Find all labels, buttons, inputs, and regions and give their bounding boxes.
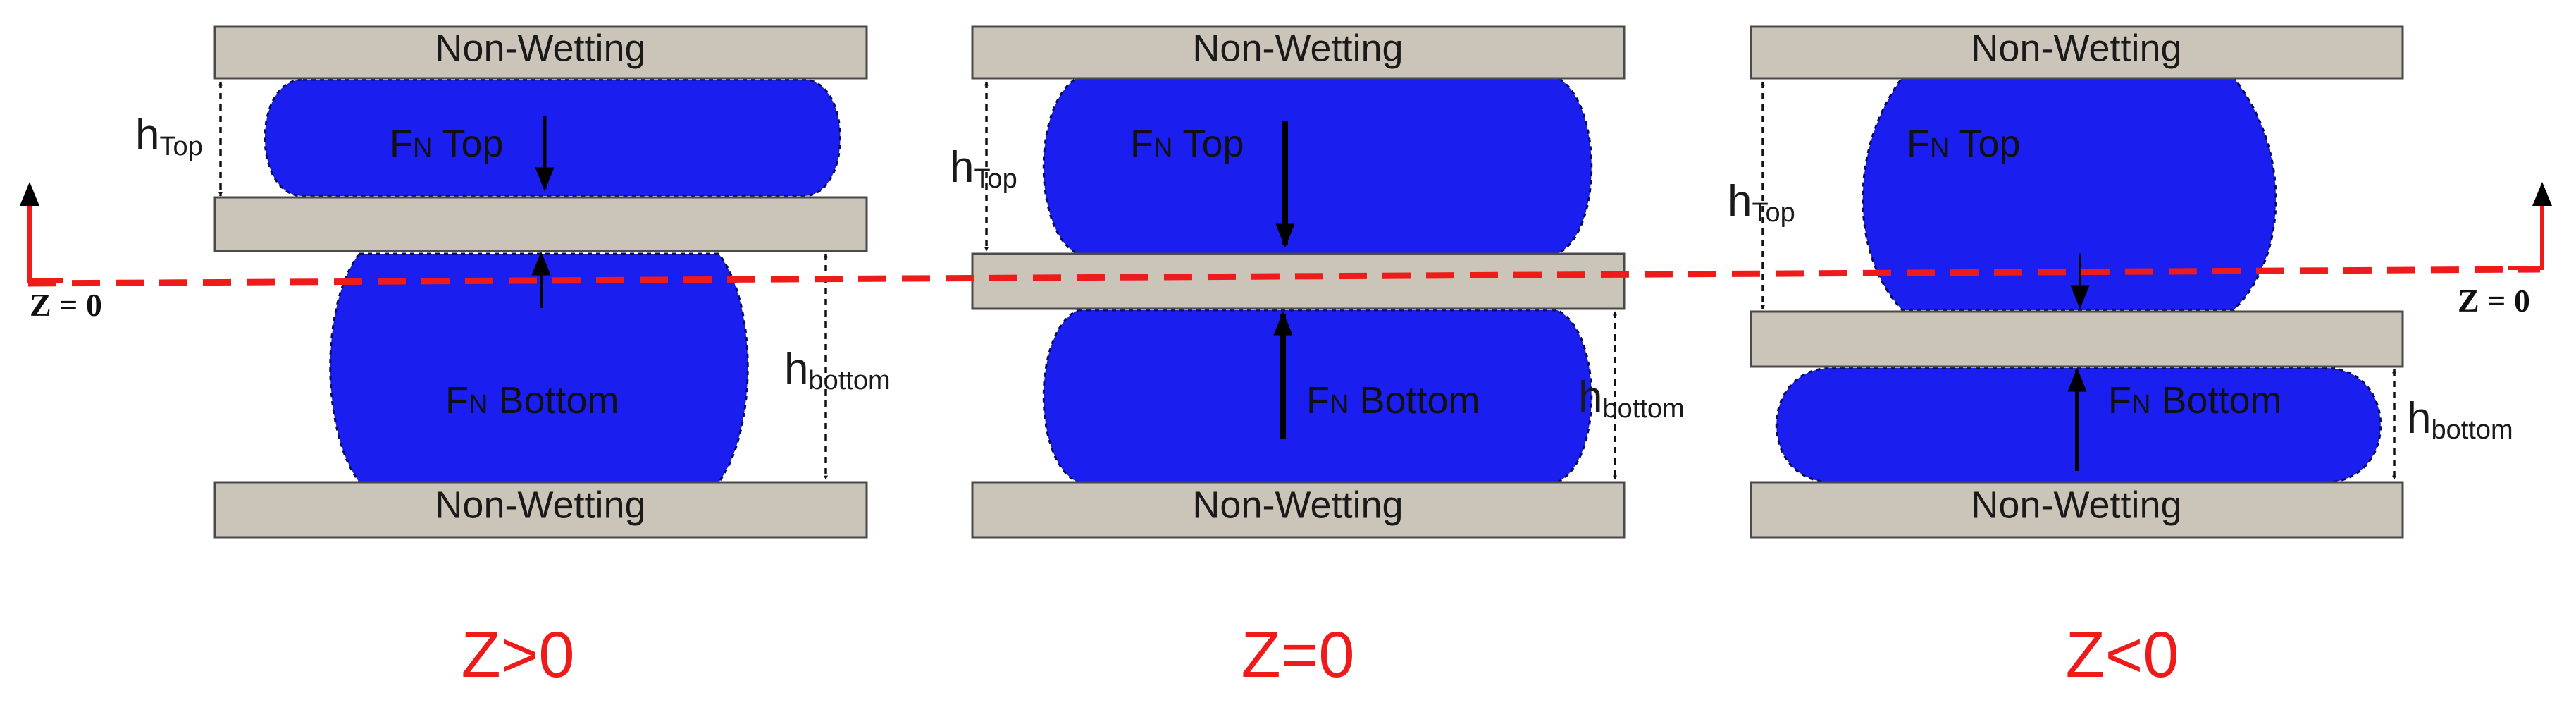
h-top-sub: Top	[159, 132, 202, 161]
force-bottom-rest: Bottom	[488, 379, 619, 422]
force-bottom-main: F	[2108, 379, 2131, 422]
condition-label: Z<0	[2065, 619, 2179, 691]
h-top-main: h	[950, 143, 974, 192]
h-bottom-label: hbottom	[784, 345, 891, 396]
h-bottom-sub: bottom	[808, 366, 890, 396]
h-top-label: hTop	[950, 143, 1017, 194]
force-top-main: F	[390, 123, 413, 165]
middle-plate	[971, 252, 1626, 310]
force-bottom-rest: Bottom	[1349, 379, 1480, 422]
h-bottom-label: hbottom	[1578, 373, 1685, 424]
force-bottom-sub: N	[469, 390, 488, 419]
left-z-axis	[27, 189, 63, 283]
force-bottom-main: F	[1306, 379, 1330, 422]
condition-label: Z=0	[1241, 619, 1354, 691]
force-top-rest: Top	[1172, 123, 1244, 165]
force-top-sub: N	[1153, 133, 1172, 163]
force-top-main: F	[1907, 123, 1930, 165]
force-top-rest: Top	[1949, 123, 2020, 165]
force-top-label: FN Top	[1907, 123, 2021, 165]
right-z-zero-label: Z = 0	[2458, 283, 2530, 319]
top-plate	[971, 25, 1626, 80]
force-top-sub: N	[1930, 133, 1949, 163]
force-bottom-sub: N	[1330, 390, 1349, 419]
top-plate-label: Non-Wetting	[1192, 27, 1403, 69]
top-plate	[213, 25, 868, 80]
force-bottom-main: F	[445, 379, 469, 422]
force-top-rest: Top	[432, 123, 503, 165]
top-plate-label: Non-Wetting	[1971, 27, 2181, 69]
h-bottom-main: h	[2407, 394, 2431, 443]
bottom-plate-label: Non-Wetting	[1971, 484, 2181, 526]
right-z-axis-arrowhead	[2532, 182, 2552, 206]
middle-plate	[1750, 310, 2404, 368]
bottom-droplet	[1042, 309, 1593, 484]
bottom-plate	[213, 481, 868, 539]
force-bottom-sub: N	[2131, 390, 2150, 419]
force-bottom-label: FN Bottom	[2108, 379, 2282, 422]
right-z-axis	[2508, 189, 2544, 270]
top-droplet	[1862, 76, 2277, 312]
force-top-sub: N	[413, 133, 432, 163]
force-top-label: FN Top	[390, 123, 504, 165]
panel-z-zero: Non-Wetting Non-Wetting FN Top FN Bottom…	[950, 25, 1685, 691]
panel-z-positive: Non-Wetting Non-Wetting FN Top FN Bottom…	[135, 25, 891, 691]
h-bottom-label: hbottom	[2407, 394, 2513, 445]
top-plate-label: Non-Wetting	[435, 27, 645, 69]
force-top-main: F	[1130, 123, 1153, 165]
left-z-axis-arrowhead	[20, 182, 39, 206]
h-bottom-main: h	[1578, 373, 1602, 422]
bottom-plate	[971, 481, 1626, 539]
bottom-plate-label: Non-Wetting	[1192, 484, 1403, 526]
h-top-sub: Top	[1752, 198, 1795, 228]
h-top-label: hTop	[1728, 177, 1795, 228]
top-droplet	[264, 78, 841, 197]
top-plate	[1750, 25, 2404, 80]
bottom-plate-label: Non-Wetting	[435, 484, 645, 526]
h-top-main: h	[1728, 177, 1752, 226]
force-bottom-rest: Bottom	[2150, 379, 2281, 422]
bottom-droplet	[329, 252, 749, 484]
z-zero-reference-line	[27, 266, 2541, 287]
condition-label: Z>0	[461, 619, 574, 691]
bottom-plate	[1750, 481, 2404, 539]
h-bottom-sub: bottom	[2431, 415, 2513, 445]
top-droplet	[1042, 76, 1593, 255]
force-top-label: FN Top	[1130, 123, 1244, 165]
h-bottom-main: h	[784, 345, 808, 393]
h-top-label: hTop	[135, 111, 203, 161]
h-bottom-sub: bottom	[1602, 394, 1684, 424]
panel-z-negative: Non-Wetting Non-Wetting FN Top FN Bottom…	[1728, 25, 2513, 691]
force-bottom-label: FN Bottom	[1306, 379, 1480, 422]
force-bottom-label: FN Bottom	[445, 379, 619, 422]
left-z-zero-label: Z = 0	[30, 287, 102, 323]
h-top-sub: Top	[974, 164, 1017, 194]
h-top-main: h	[135, 111, 159, 159]
middle-plate	[213, 196, 868, 252]
